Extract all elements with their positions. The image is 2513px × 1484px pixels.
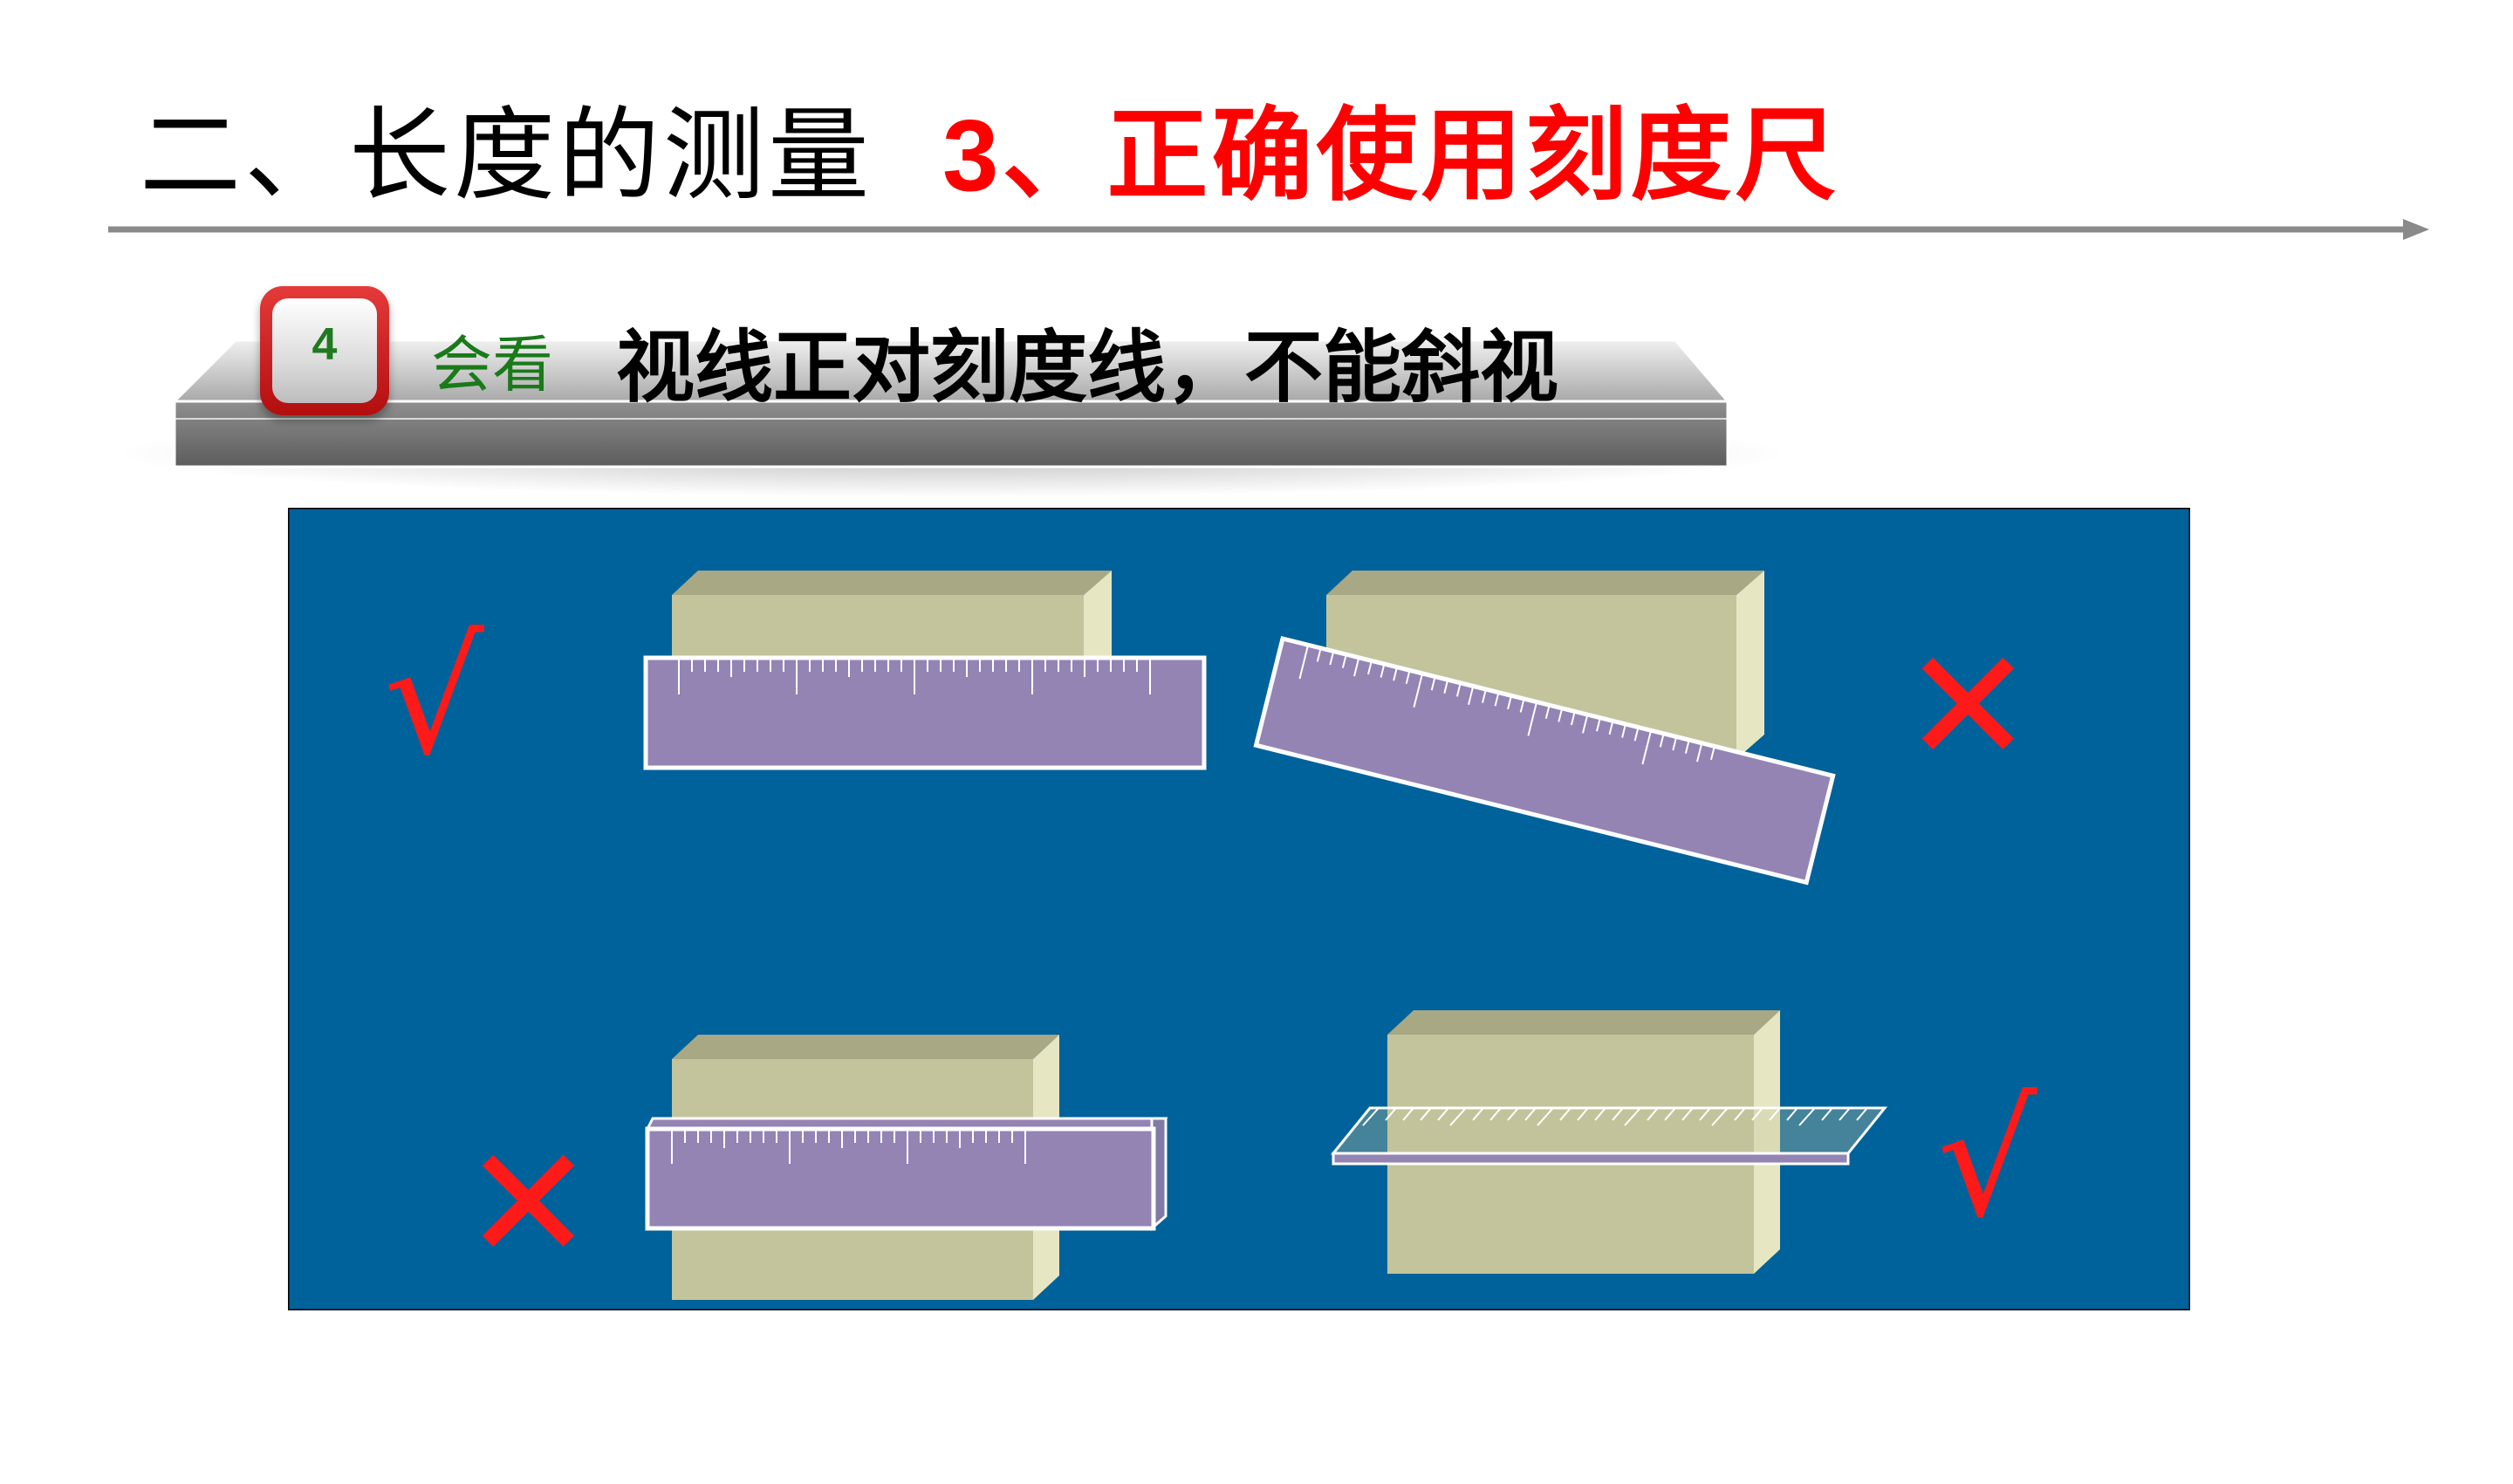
page-subtitle: 3、正确使用刻度尺 xyxy=(942,99,1840,212)
step-tray xyxy=(122,339,1780,497)
ruler-reading-illustration: √ ✕ ✕ xyxy=(288,508,2190,1310)
example-edge-against-object: √ xyxy=(1330,1010,2037,1274)
step-text: 视线正对刻度线，不能斜视 xyxy=(616,325,1558,412)
step-label: 会看 xyxy=(431,329,553,400)
title-row: 二、长度的测量 3、正确使用刻度尺 xyxy=(140,77,1840,216)
page-title: 二、长度的测量 xyxy=(140,97,873,215)
example-tilted-ruler: ✕ xyxy=(1253,571,2034,886)
step-number: 4 xyxy=(312,319,338,370)
verdict-mark: ✕ xyxy=(462,1113,594,1296)
verdict-mark: √ xyxy=(1937,1070,2037,1252)
example-thick-ruler-gap: ✕ xyxy=(462,1035,1168,1300)
step-badge-face: 4 xyxy=(272,298,377,403)
verdict-mark: ✕ xyxy=(1902,616,2034,798)
illustration-background xyxy=(288,508,2190,1310)
divider-arrow xyxy=(108,219,2429,240)
ruler-ticks xyxy=(678,658,1151,694)
example-straight-contact: √ xyxy=(384,571,1207,790)
step-badge: 4 xyxy=(260,286,389,415)
verdict-mark: √ xyxy=(384,607,484,790)
